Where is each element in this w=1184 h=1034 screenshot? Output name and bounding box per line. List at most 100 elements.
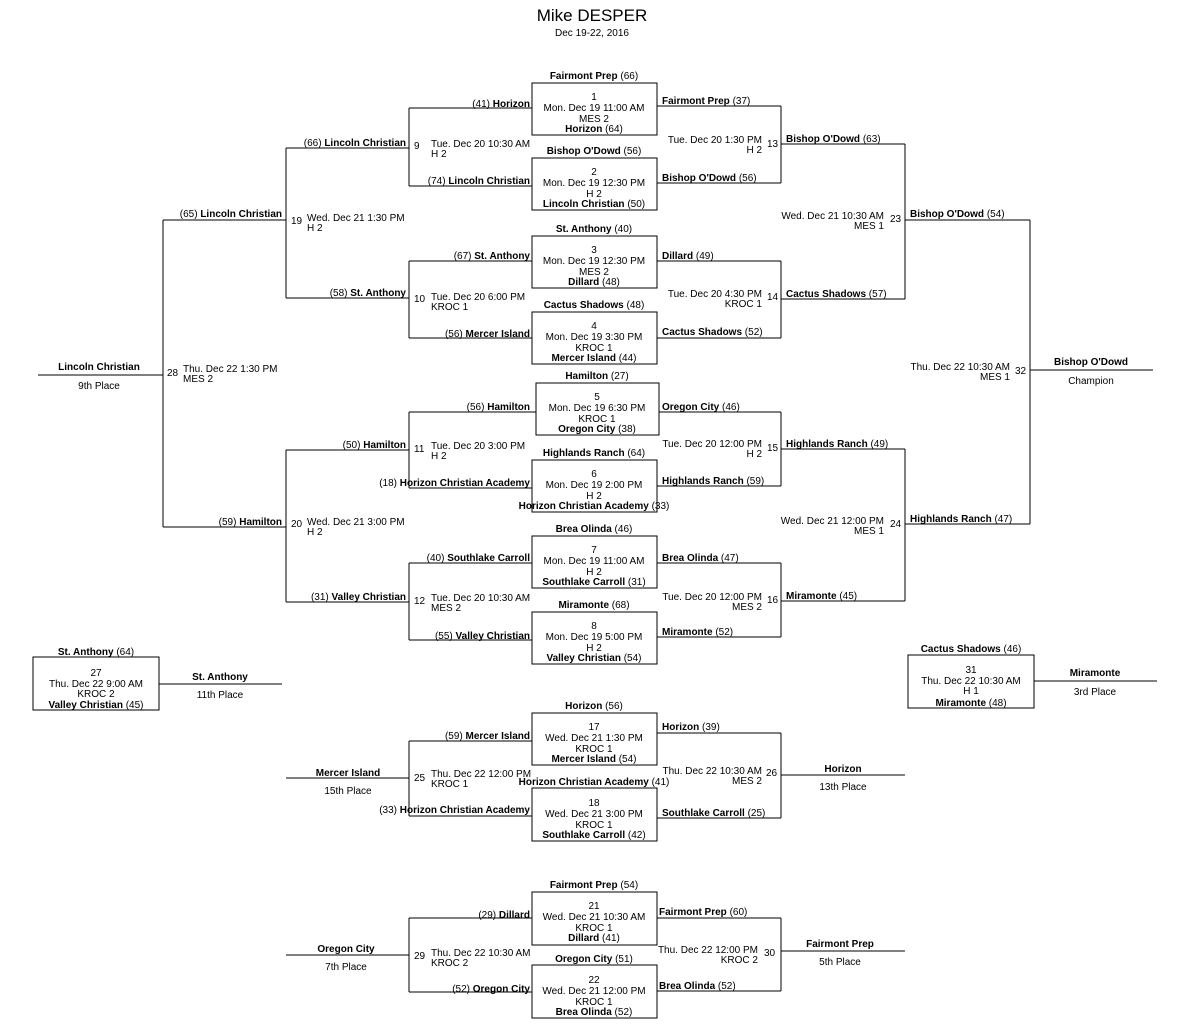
team-score: (52) [742,327,763,338]
team-name: Lincoln Christian [542,199,625,210]
game-16-date: Tue. Dec 20 12:00 PM [662,592,762,603]
game-6-date: Mon. Dec 19 2:00 PM [545,480,643,491]
team-score: (56) [466,402,488,413]
game-28-winner: Lincoln Christian [58,362,140,373]
team-score: (66) [617,71,639,82]
team-name: Horizon Christian Academy [518,501,649,512]
game-3-number: 3 [591,245,597,256]
team-score: (59) [743,476,765,487]
team-name: Southlake Carroll [542,830,626,841]
game-15-date: Tue. Dec 20 12:00 PM [662,439,762,450]
team-name: Hamilton [487,402,530,413]
team-name: Hamilton [565,371,609,382]
game-5-date: Mon. Dec 19 6:30 PM [548,403,646,414]
team-score: (66) [303,138,325,149]
r2-left-team-7: (55) Valley Christian [435,631,530,642]
team-score: (54) [620,653,642,664]
game-2-top-team: Bishop O'Dowd (56) [504,146,684,157]
team-name: Miramonte [935,698,986,709]
game-17-date: Wed. Dec 21 1:30 PM [545,733,643,744]
team-score: (47) [991,514,1013,525]
game-4-date: Mon. Dec 19 3:30 PM [545,332,643,343]
team-name: Brea Olinda [659,981,716,992]
r2-left-team-1: (74) Lincoln Christian [428,176,530,187]
team-score: (51) [612,954,633,965]
team-score: (56) [620,146,642,157]
game-25-venue: KROC 1 [431,779,469,790]
game-6-top-team: Highlands Ranch (64) [504,448,684,459]
game-30-venue: KROC 2 [720,955,758,966]
game-21-venue: KROC 1 [575,923,613,934]
game-29-winner: Oregon City [317,944,375,955]
team-score: (63) [860,134,881,145]
team-name: Hamilton [363,440,406,451]
game-30-team-b: Brea Olinda (52) [659,981,736,992]
team-name: Horizon [565,124,603,135]
game-19-venue: H 2 [307,223,323,234]
game-2-date: Mon. Dec 19 12:30 PM [542,178,646,189]
game-2-venue: H 2 [586,189,602,200]
r2-right-team-0: Fairmont Prep (37) [662,96,750,107]
game-7-date: Mon. Dec 19 11:00 AM [543,556,645,567]
team-score: (50) [624,199,646,210]
game-9-date: Tue. Dec 20 10:30 AM [431,139,531,150]
team-score: (52) [712,627,734,638]
r2-left-team-3: (56) Mercer Island [445,329,530,340]
team-score: (48) [623,300,645,311]
team-score: (33) [648,501,670,512]
team-score: (18) [379,478,400,489]
team-score: (41) [599,933,620,944]
team-name: Cactus Shadows [543,300,624,311]
team-score: (40) [611,224,633,235]
game-22-bottom-team: Brea Olinda (52) [504,1007,684,1018]
team-score: (50) [342,440,364,451]
tournament-dates: Dec 19-22, 2016 [555,28,629,39]
game-4-number: 4 [591,321,597,332]
team-score: (48) [986,698,1007,709]
game-23-venue: MES 1 [853,221,884,232]
team-name: Horizon Christian Academy [399,805,530,816]
game-1-date: Mon. Dec 19 11:00 AM [543,103,645,114]
game-25-team-a: (59) Mercer Island [445,731,530,742]
game-28-venue: MES 2 [183,374,214,385]
team-score: (46) [611,524,633,535]
team-name: Highlands Ranch [542,448,625,459]
game-18-venue: KROC 1 [575,820,613,831]
game-13-date: Tue. Dec 20 1:30 PM [667,135,762,146]
team-score: (29) [478,910,499,921]
team-name: Valley Christian [455,631,530,642]
team-name: Highlands Ranch [786,439,868,450]
team-score: (25) [744,808,766,819]
team-score: (44) [615,353,637,364]
game-5-number: 5 [594,392,600,403]
team-name: Horizon Christian Academy [518,777,649,788]
team-score: (64) [624,448,646,459]
team-name: Mercer Island [551,754,616,765]
game-29-venue: KROC 2 [431,958,469,969]
game-27-number: 27 [90,668,102,679]
r4-left-team-b: (59) Hamilton [219,517,282,528]
team-score: (56) [444,329,466,340]
game-20-number: 20 [291,519,303,530]
game-22-number: 22 [588,975,600,986]
team-score: (27) [608,371,629,382]
team-name: Lincoln Christian [324,138,406,149]
team-score: (37) [729,96,751,107]
game-25-number: 25 [414,773,426,784]
game-28-number: 28 [167,368,179,379]
game-32-number: 32 [1015,366,1027,377]
team-score: (56) [736,173,757,184]
r2-right-team-7: Miramonte (52) [662,627,733,638]
team-name: Dillard [498,910,530,921]
team-score: (74) [427,176,449,187]
team-name: Oregon City [472,984,530,995]
game-21-bottom-team: Dillard (41) [504,933,684,944]
r3-left-team-d: (31) Valley Christian [311,592,406,603]
game-23-date: Wed. Dec 21 10:30 AM [781,211,884,222]
team-score: (55) [434,631,456,642]
team-score: (49) [867,439,889,450]
r2-left-team-6: (40) Southlake Carroll [427,553,530,564]
game-13-venue: H 2 [746,145,762,156]
